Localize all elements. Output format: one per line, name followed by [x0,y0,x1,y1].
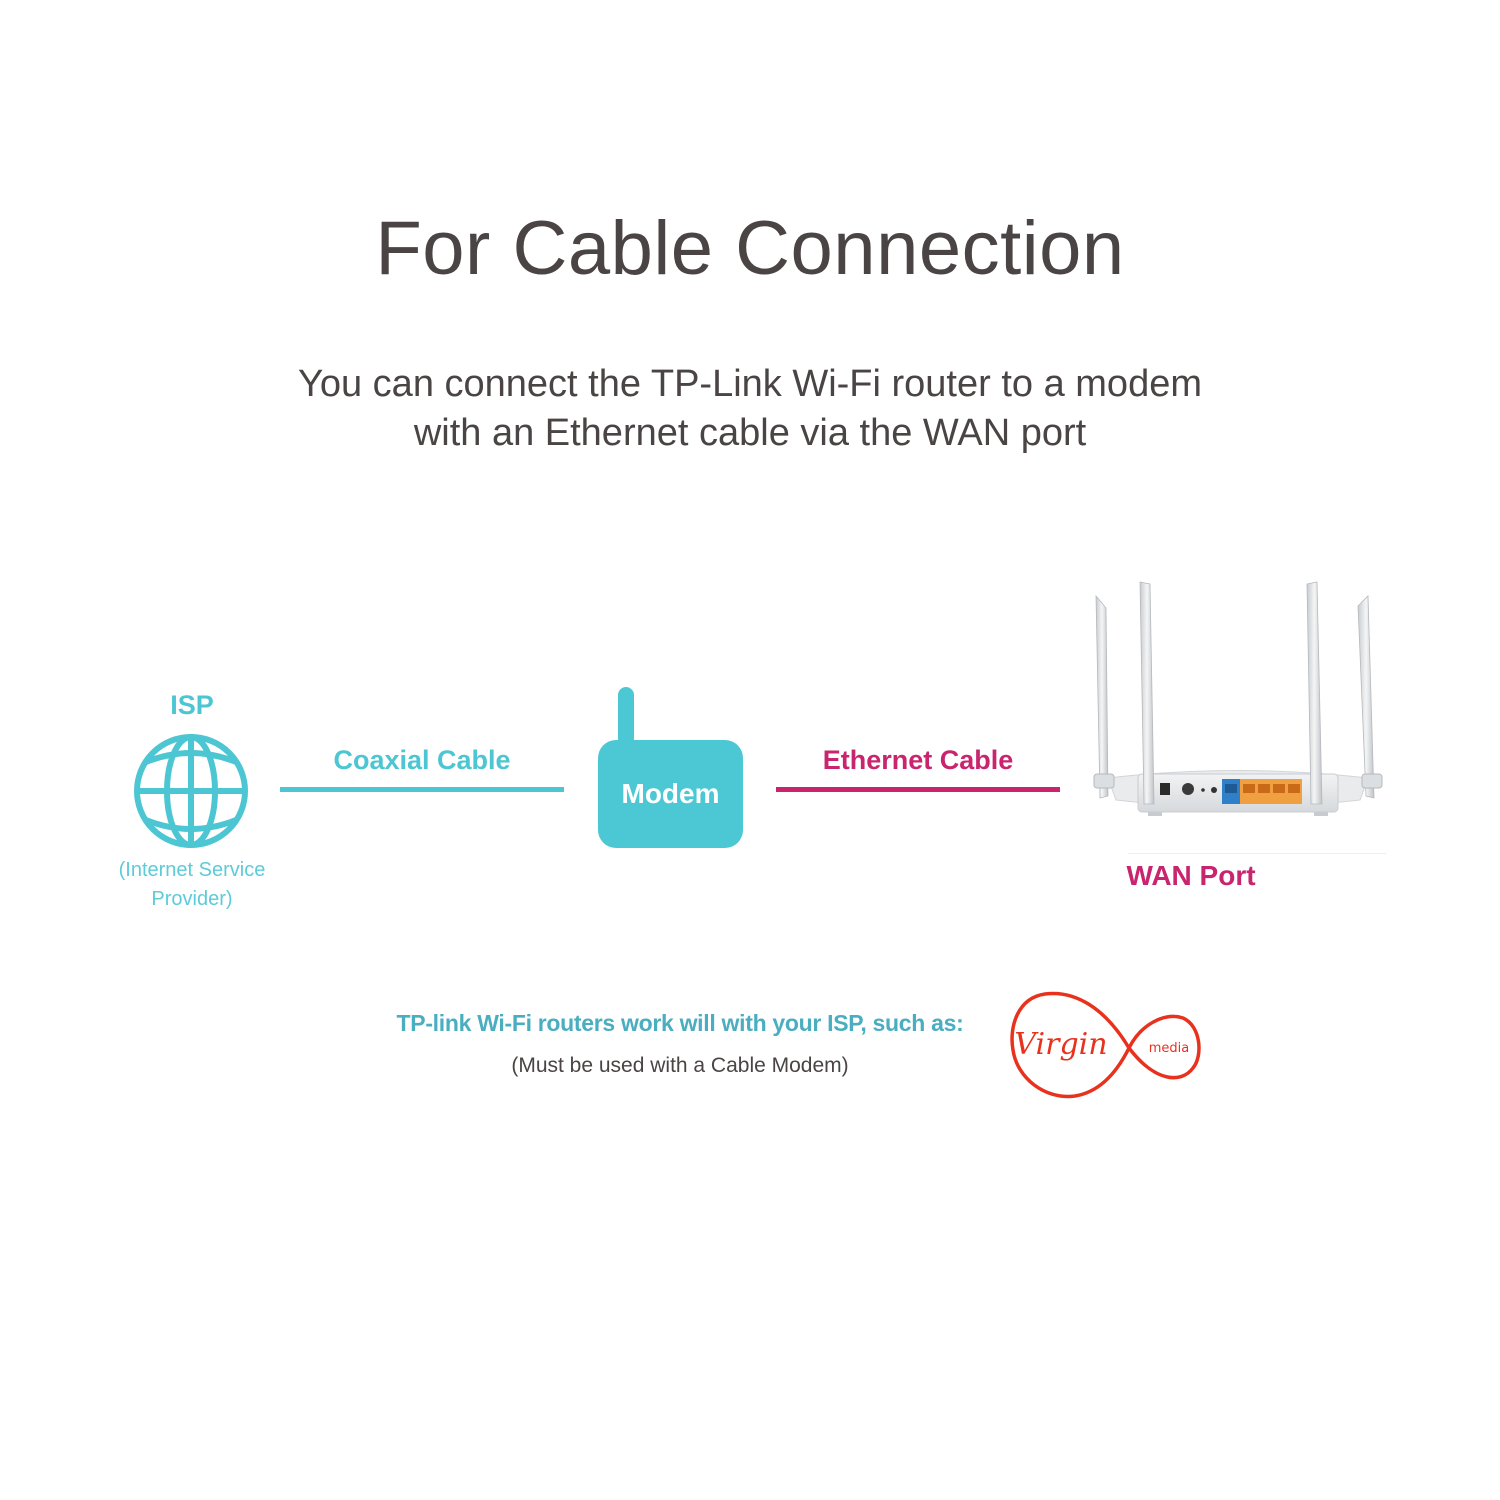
modem-label: Modem [621,778,720,809]
router-icon [1093,581,1383,816]
router-divider [1128,853,1386,854]
wan-port-label: WAN Port [1126,860,1256,891]
isp-compatibility-note: TP-link Wi-Fi routers work will with you… [396,1010,964,1036]
cable-modem-requirement: (Must be used with a Cable Modem) [511,1054,849,1077]
ethernet-cable-line [776,787,1060,792]
isp-desc-line-2: Provider) [151,888,233,910]
page-title: For Cable Connection [375,206,1125,291]
isp-desc-line-1: (Internet Service [118,859,266,881]
page-subtitle: You can connect the TP-Link Wi-Fi router… [0,360,1500,458]
globe-icon [134,734,248,848]
modem-antenna-icon [618,687,634,757]
isp-label: ISP [170,690,214,720]
virgin-logo-text: Virgin [1014,1027,1107,1062]
media-logo-text: media [1149,1041,1190,1056]
coaxial-cable-line [280,787,564,792]
isp-description: (Internet Service Provider) [92,856,292,914]
ethernet-cable-label: Ethernet Cable [822,745,1014,775]
subtitle-line-1: You can connect the TP-Link Wi-Fi router… [298,363,1202,405]
subtitle-line-2: with an Ethernet cable via the WAN port [413,412,1087,454]
virgin-media-logo-icon: Virgin media [1010,991,1201,1099]
coaxial-cable-label: Coaxial Cable [333,745,511,775]
modem-icon: Modem [598,740,743,848]
